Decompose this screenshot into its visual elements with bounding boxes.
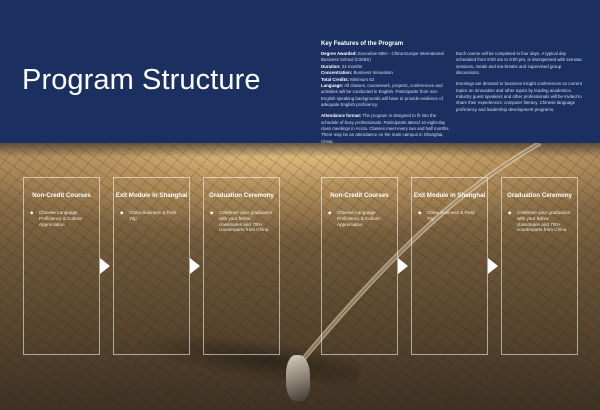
step-box-3: Graduation Ceremony ◆ Celebrate your gra… [203,177,280,355]
step-title: Graduation Ceremony [507,192,572,199]
step-title: Graduation Ceremony [209,192,274,199]
concentration-label: Concentration: [321,70,353,76]
attendance-block: Attendance format: The program is design… [321,113,451,145]
step-item: ◆ China Business & Field Trip [120,210,183,222]
features-heading: Key Features of the Program [321,41,404,47]
step-item: ◆ Chinese Language Proficiency & Culture… [30,210,93,227]
diamond-bullet-icon: ◆ [30,210,34,215]
desert-photo [0,143,600,410]
concentration-value: Business Innovation [353,70,393,76]
features-details-block: Degree Awarded: Executive MBA - China Eu… [321,51,451,109]
step-title: Non-Credit Courses [32,192,91,199]
language-label: Language: [321,83,344,89]
diamond-bullet-icon: ◆ [328,210,332,215]
attendance-value: The program is designed to fit into the … [321,113,450,144]
right-arrow-icon [488,258,498,274]
credits-label: Total Credits: [321,76,349,82]
rock-trail [298,143,542,365]
diamond-bullet-icon: ◆ [210,210,214,215]
diamond-bullet-icon: ◆ [418,210,422,215]
step-box-5: Exit Module in Shanghai ◆ China Business… [411,177,488,355]
course-schedule-paragraph: Each course will be completed in four da… [456,51,582,76]
step-title: Non-Credit Courses [330,192,389,199]
duration-label: Duration: [321,63,341,69]
step-title: Exit Module in Shanghai [413,192,486,199]
step-box-6: Graduation Ceremony ◆ Celebrate your gra… [501,177,578,355]
step-item: ◆ Celebrate your graduation with your fe… [508,210,571,233]
diamond-bullet-icon: ◆ [120,210,124,215]
language-value: All classes, coursework, projects, confe… [321,83,443,108]
degree-label: Degree Awarded: [321,51,357,56]
right-arrow-icon [100,258,110,274]
step-item-text: China Business & Field Trip [427,210,475,221]
right-arrow-icon [398,258,408,274]
features-column-left: Degree Awarded: Executive MBA - China Eu… [321,51,451,150]
step-item-text: Celebrate your graduation with your fell… [517,210,571,233]
step-item: ◆ China Business & Field Trip [418,210,481,222]
step-item: ◆ Celebrate your graduation with your fe… [210,210,273,233]
features-column-right: Each course will be completed in four da… [456,51,584,118]
step-box-1: Non-Credit Courses ◆ Chinese Language Pr… [23,177,100,355]
step-box-2: Exit Module in Shanghai ◆ China Business… [113,177,190,355]
step-item-text: Celebrate your graduation with your fell… [219,210,273,233]
right-arrow-icon [190,258,200,274]
credits-value: Minimum 63 [350,76,375,82]
horizon-band [0,143,600,157]
header-banner: Program Structure Key Features of the Pr… [0,0,600,144]
diamond-bullet-icon: ◆ [508,210,512,215]
step-item-text: Chinese Language Proficiency & Culture A… [337,210,380,227]
degree-value: Executive MBA - China Europe Internation… [321,51,444,63]
duration-value: 24 months [341,63,363,69]
step-title: Exit Module in Shanghai [115,192,188,199]
step-item: ◆ Chinese Language Proficiency & Culture… [328,210,391,227]
sailing-rock [286,355,310,401]
step-item-text: Chinese Language Proficiency & Culture A… [39,210,82,227]
evening-conferences-paragraph: Evenings are devoted to business insight… [456,81,582,112]
step-item-text: China Business & Field Trip [129,210,177,221]
page-title: Program Structure [22,64,261,96]
attendance-label: Attendance format: [321,113,362,119]
step-box-4: Non-Credit Courses ◆ Chinese Language Pr… [321,177,398,355]
